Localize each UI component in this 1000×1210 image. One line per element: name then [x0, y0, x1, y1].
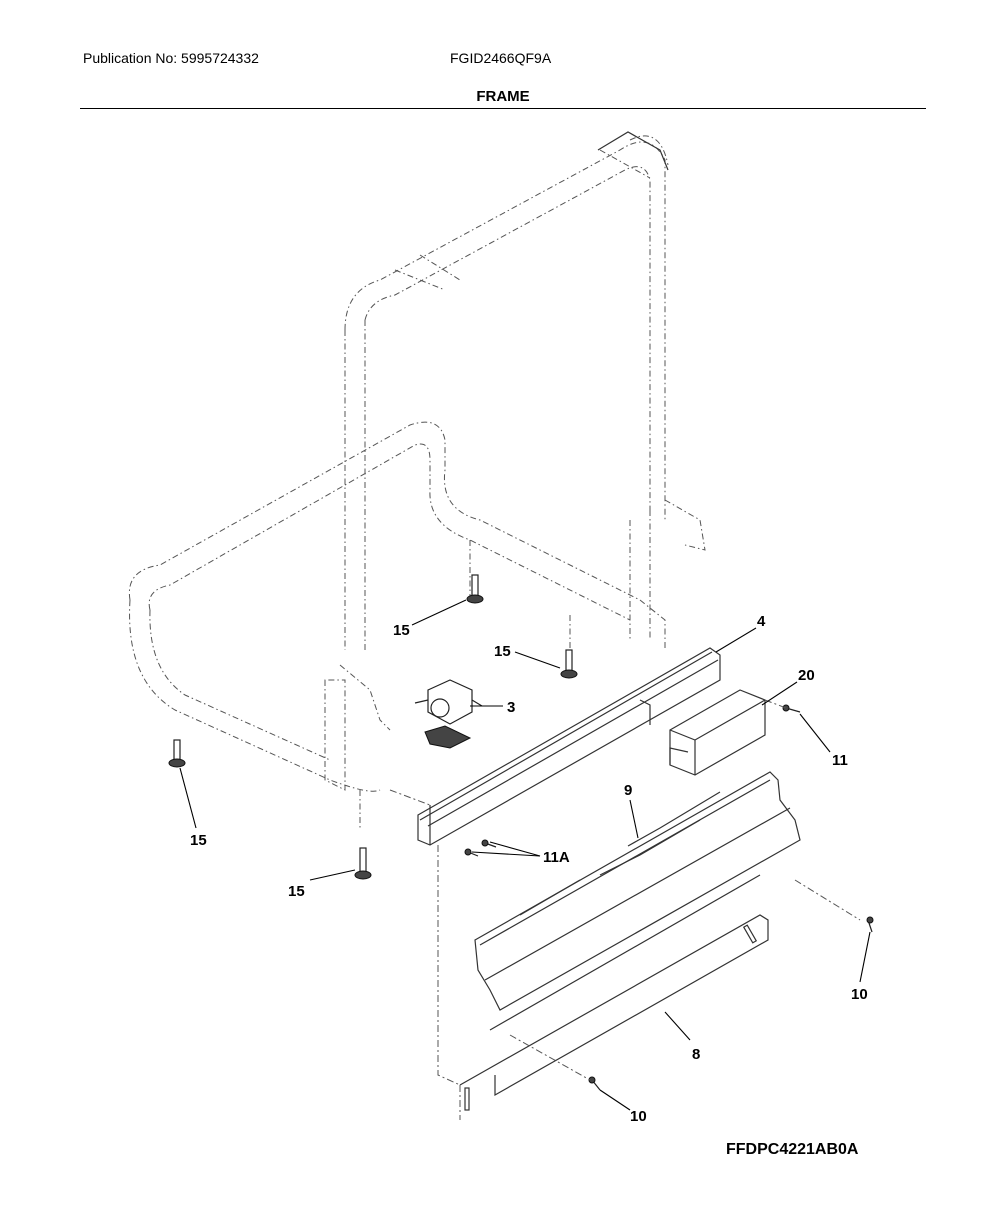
leader-lines: [179, 599, 871, 1111]
model-number: FGID2466QF9A: [450, 50, 552, 66]
toe-panel: [474, 771, 801, 1011]
callout-10-bottom: 10: [630, 1108, 647, 1125]
callout-4: 4: [757, 613, 766, 630]
header-divider: [80, 108, 926, 109]
access-panel: [437, 845, 769, 1120]
water-valve: [414, 679, 483, 749]
base-frame: [128, 421, 641, 830]
callout-10-right: 10: [851, 986, 868, 1003]
leveling-leg-2: [560, 649, 578, 679]
leveling-leg-1: [466, 574, 484, 604]
upper-frame: [344, 131, 706, 650]
publication-number: Publication No: 5995724332: [83, 50, 259, 66]
cover-box: [669, 689, 766, 776]
callout-11: 11: [832, 752, 848, 769]
callout-11a: 11A: [543, 849, 570, 866]
callout-15-front-left: 15: [190, 832, 207, 849]
page-title: FRAME: [476, 88, 530, 105]
callout-8: 8: [692, 1046, 700, 1063]
callout-15-front-center: 15: [288, 883, 305, 900]
leveling-leg-4: [354, 847, 372, 880]
front-rail: [389, 647, 721, 846]
callout-15-rear-right: 15: [494, 643, 511, 660]
callout-15-rear-left: 15: [393, 622, 410, 639]
callout-9: 9: [624, 782, 632, 799]
callout-3: 3: [507, 699, 515, 716]
screws: [464, 699, 874, 1091]
leveling-leg-3: [168, 739, 186, 768]
figure-code: FFDPC4221AB0A: [726, 1141, 859, 1158]
callout-20: 20: [798, 667, 815, 684]
